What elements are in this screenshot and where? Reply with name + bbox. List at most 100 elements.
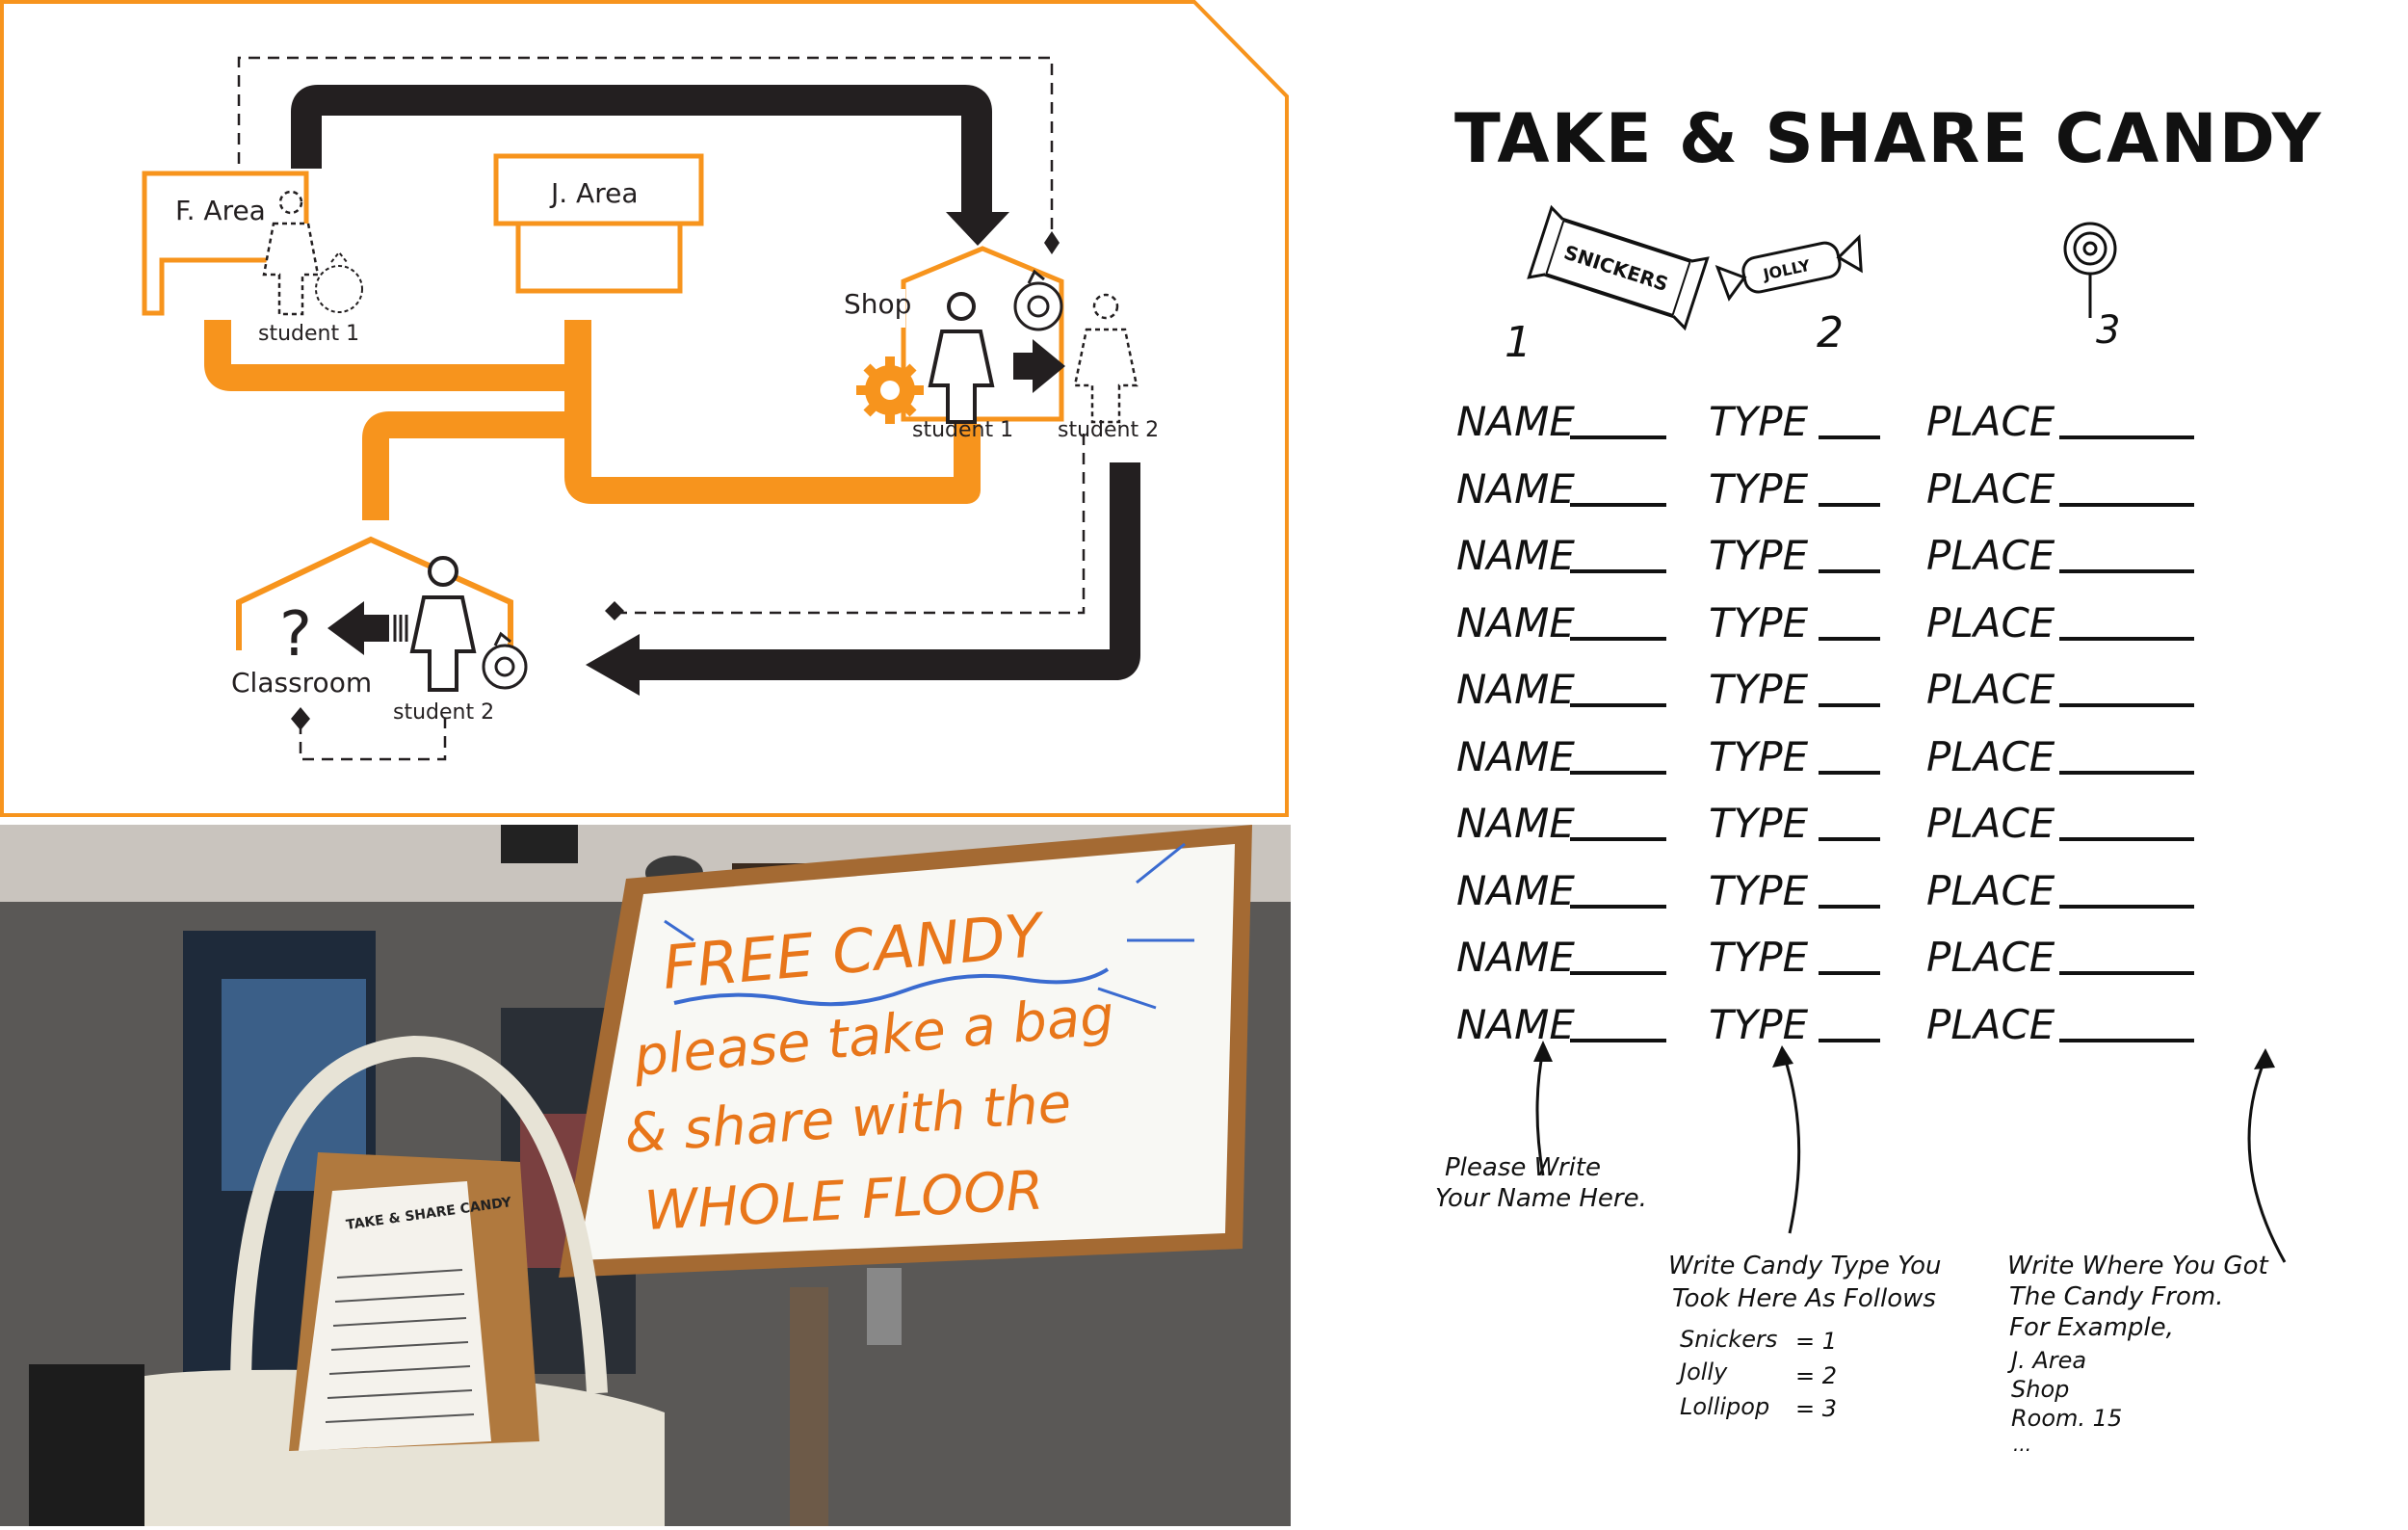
student-2-classroom-label: student 2 — [393, 700, 494, 725]
row-name-label: NAME — [1456, 666, 1575, 713]
row-name-label: NAME — [1456, 867, 1575, 914]
row-name-label: NAME — [1456, 599, 1575, 646]
student-2-shop-label: student 2 — [1058, 418, 1159, 442]
whiteboard-underline — [673, 967, 1110, 1007]
wrapped-candy-icon: JOLLY — [1714, 233, 1863, 302]
student-1-shop-label: student 1 — [912, 418, 1013, 442]
example-3: Room. 15 — [2011, 1405, 2122, 1432]
legend-candy-2: Jolly — [1676, 1359, 1728, 1385]
diamond-marker — [605, 601, 624, 620]
candy-1-number: 1 — [1505, 318, 1531, 367]
dark-arrowhead-down — [946, 212, 1009, 246]
student-2-ghost-icon — [1073, 293, 1139, 424]
form-row: NAME TYPE PLACE — [1456, 599, 2194, 646]
diamond-marker — [1044, 231, 1060, 254]
bin-handle — [230, 1035, 608, 1394]
dark-arrow-to-shop — [291, 85, 992, 212]
row-place-label: PLACE — [1926, 867, 2055, 914]
transfer-arrow-body — [1013, 353, 1033, 380]
form-row: NAME TYPE PLACE — [1456, 1001, 2194, 1048]
row-place-label: PLACE — [1926, 800, 2055, 847]
gear-icon — [856, 356, 924, 424]
row-place-label: PLACE — [1926, 398, 2055, 445]
example-2: Shop — [2011, 1376, 2069, 1403]
classroom-house — [236, 536, 513, 650]
shop-label-bg — [828, 289, 905, 328]
photo-scene-svg: FREE CANDY please take a bag & share wit… — [0, 825, 1291, 1526]
row-type-label: TYPE — [1709, 398, 1809, 445]
row-name-label: NAME — [1456, 800, 1575, 847]
row-name-label: NAME — [1456, 934, 1575, 981]
row-type-label: TYPE — [1709, 800, 1809, 847]
classroom-arrow-body — [362, 615, 389, 642]
candy-bag-classroom-icon — [482, 631, 528, 690]
whiteboard-surface — [578, 844, 1235, 1260]
arrowhead — [1533, 1041, 1553, 1062]
row-place-label: PLACE — [1926, 733, 2055, 780]
ceiling-vent — [501, 825, 578, 863]
easel-leg — [790, 1287, 828, 1526]
candy-2-number: 2 — [1817, 308, 1844, 357]
form-row: NAME TYPE PLACE — [1456, 398, 2194, 445]
candy-sheet: TAKE & SHARE CANDY SNICKERS 1 JOLLY 2 3 … — [1291, 0, 2408, 1526]
form-row: NAME TYPE PLACE — [1456, 532, 2194, 579]
bag-sheet-lines — [325, 1269, 475, 1423]
classroom-label: Classroom — [231, 667, 372, 699]
form-row: NAME TYPE PLACE — [1456, 666, 2194, 713]
row-type-label: TYPE — [1709, 934, 1809, 981]
row-name-label: NAME — [1456, 465, 1575, 513]
row-place-label: PLACE — [1926, 1001, 2055, 1048]
row-type-label: TYPE — [1709, 465, 1809, 513]
whiteboard-arrow-marks — [664, 842, 1194, 1010]
arrowhead — [1772, 1045, 1793, 1068]
trash-can — [29, 1364, 144, 1526]
form-row: NAME TYPE PLACE — [1456, 800, 2194, 847]
candy-bag-icon — [315, 251, 363, 313]
row-name-label: NAME — [1456, 532, 1575, 579]
row-place-label: PLACE — [1926, 666, 2055, 713]
flow-diagram-svg: F. Area J. Area student 1 Shop student 1 — [0, 0, 1289, 817]
form-row: NAME TYPE PLACE — [1456, 465, 2194, 513]
legend-eq-3: = 3 — [1795, 1395, 1837, 1422]
row-type-label: TYPE — [1709, 532, 1809, 579]
row-place-label: PLACE — [1926, 532, 2055, 579]
dark-arrowhead-left — [586, 634, 640, 696]
legend-candy-3: Lollipop — [1680, 1393, 1769, 1420]
row-name-label: NAME — [1456, 1001, 1575, 1048]
flow-diagram: F. Area J. Area student 1 Shop student 1 — [0, 0, 1291, 819]
candy-sheet-svg: TAKE & SHARE CANDY SNICKERS 1 JOLLY 2 3 … — [1435, 99, 2322, 1456]
student-1-ghost-icon — [262, 190, 320, 316]
form-rows: NAME TYPE PLACE NAME TYPE PLACE NAME TYPE PLACE N… — [1456, 398, 2194, 1048]
annotation-arrows — [1535, 1049, 2287, 1263]
lollipop-icon — [2063, 222, 2117, 318]
student-2-classroom-icon — [409, 556, 477, 692]
row-type-label: TYPE — [1709, 1001, 1809, 1048]
legend-eq-1: = 1 — [1795, 1328, 1837, 1355]
sheet-title: TAKE & SHARE CANDY — [1454, 99, 2322, 178]
legend-candy-1: Snickers — [1680, 1326, 1777, 1353]
orange-paths — [204, 320, 981, 520]
student-1-shop-icon — [928, 292, 995, 424]
dark-arrow-to-classroom — [636, 462, 1140, 680]
classroom-arrow-icon — [327, 601, 364, 655]
row-name-label: NAME — [1456, 398, 1575, 445]
row-place-label: PLACE — [1926, 465, 2055, 513]
dashed-paths — [237, 56, 1086, 761]
candy-bar-icon: SNICKERS — [1527, 204, 1710, 331]
row-name-label: NAME — [1456, 733, 1575, 780]
example-1: J. Area — [2007, 1347, 2086, 1374]
row-place-label: PLACE — [1926, 599, 2055, 646]
student-1-f-area-label: student 1 — [258, 322, 359, 346]
row-type-label: TYPE — [1709, 666, 1809, 713]
easel-clamp — [867, 1268, 902, 1345]
legend-eq-2: = 2 — [1795, 1362, 1837, 1389]
j-area-label: J. Area — [549, 177, 639, 209]
lollipop-bag-icon — [1013, 269, 1063, 331]
transfer-arrow-icon — [1033, 339, 1065, 393]
note-place-line-3: For Example, — [2009, 1313, 2174, 1342]
row-type-label: TYPE — [1709, 599, 1809, 646]
arrowhead — [2254, 1048, 2275, 1069]
